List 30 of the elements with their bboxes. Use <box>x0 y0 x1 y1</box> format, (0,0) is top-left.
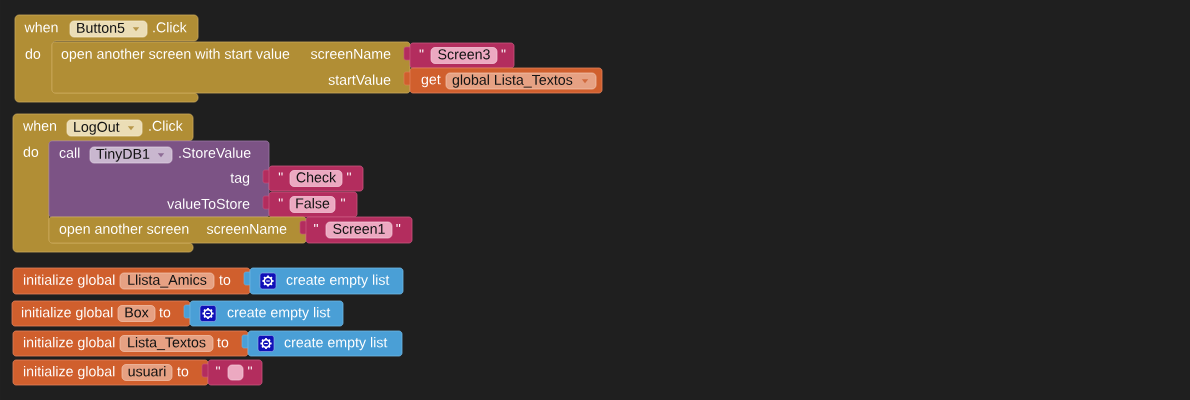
block-label: open another screen <box>59 223 189 237</box>
block-label: to <box>219 275 231 285</box>
block-label: screenName <box>310 49 391 59</box>
block-label: to <box>217 338 229 348</box>
text-field: Llista_Amics <box>119 272 215 290</box>
block-label: to <box>159 308 171 318</box>
block-label: screenName <box>206 224 287 234</box>
block-label: valueToStore <box>167 198 250 209</box>
block-label: tag <box>230 173 250 186</box>
block-label: open another screen with start value <box>61 48 290 62</box>
block-label: startValue <box>328 74 391 85</box>
block-label: initialize global <box>23 365 115 380</box>
text-field: Box <box>117 305 156 322</box>
block-label: initialize global <box>21 306 113 321</box>
text-field: usuari <box>121 364 173 381</box>
block-label: .Click <box>149 120 183 131</box>
block-label: do <box>23 146 39 157</box>
block-label: to <box>177 367 189 377</box>
text-field: Lista_Textos <box>119 335 214 352</box>
block-label: initialize global <box>23 274 115 288</box>
block-label: .Click <box>153 21 187 33</box>
block-label: initialize global <box>23 336 115 351</box>
block-label: .StoreValue <box>179 147 251 158</box>
block-label: do <box>25 48 41 59</box>
dropdown-field: TinyDB1 <box>89 146 173 164</box>
block-label: call <box>59 147 80 158</box>
dropdown-field: Button5 <box>69 20 148 38</box>
dropdown-field: LogOut <box>66 119 143 137</box>
block-label: when <box>23 120 57 131</box>
block-label: when <box>24 21 58 33</box>
